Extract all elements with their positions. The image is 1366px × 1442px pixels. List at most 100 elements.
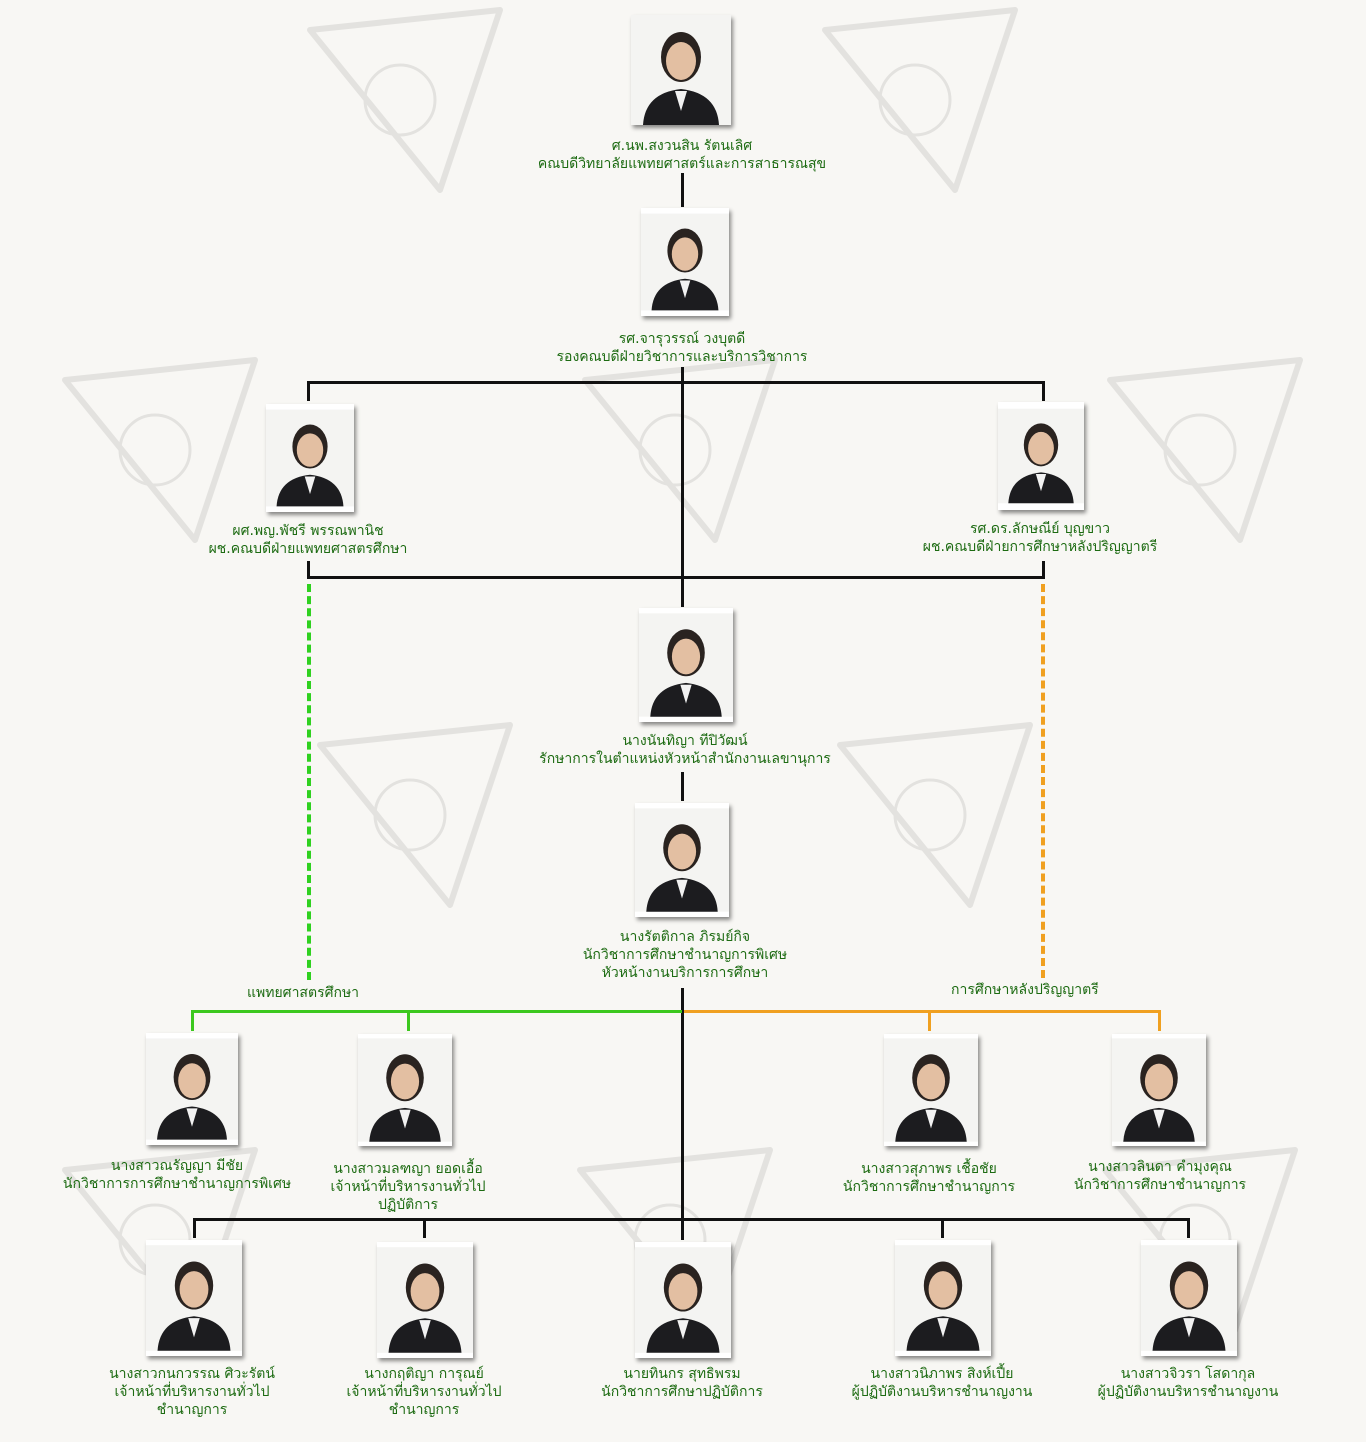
person-name: นางสาวจิวรา โสดากุล bbox=[1120, 1366, 1256, 1382]
person-caption: ศ.นพ.สงวนสิน รัตนเลิศคณบดีวิทยาลัยแพทยศา… bbox=[512, 137, 852, 173]
person-photo bbox=[1112, 1034, 1206, 1146]
connector-line bbox=[307, 381, 1045, 384]
connector-line bbox=[1187, 1218, 1190, 1238]
person-photo bbox=[998, 402, 1084, 510]
person-avatar-icon bbox=[635, 1247, 731, 1353]
person-position: เจ้าหน้าที่บริหารงานทั่วไป bbox=[346, 1384, 502, 1400]
person-name: รศ.ดร.ลักษณีย์ บุญขาว bbox=[970, 521, 1110, 537]
person-caption: นางนันทิญา ทีปิวัฒน์รักษาการในตำแหน่งหัว… bbox=[515, 732, 855, 768]
connector-line bbox=[941, 1218, 944, 1238]
person-avatar-icon bbox=[884, 1038, 978, 1142]
person-position: ชำนาญการ bbox=[388, 1402, 460, 1418]
person-avatar-icon bbox=[1112, 1038, 1206, 1142]
person-photo bbox=[377, 1242, 473, 1358]
connector-line bbox=[193, 1218, 196, 1238]
person-caption: รศ.จารุวรรณ์ วงบุตดีรองคณบดีฝ่ายวิชาการแ… bbox=[512, 330, 852, 366]
person-position: หัวหน้างานบริการการศึกษา bbox=[601, 965, 769, 981]
person-photo bbox=[146, 1240, 242, 1356]
university-seal-watermark bbox=[300, 715, 530, 915]
person-name: นายทินกร สุทธิพรม bbox=[623, 1366, 741, 1382]
person-caption: นางสาวจิวรา โสดากุลผู้ปฏิบัติงานบริหารชำ… bbox=[1018, 1365, 1358, 1401]
connector-line bbox=[681, 173, 684, 207]
person-name: นางสาวณรัญญา มีชัย bbox=[110, 1158, 244, 1174]
graduate-branch-line bbox=[684, 1010, 1161, 1013]
person-position: เจ้าหน้าที่บริหารงานทั่วไป bbox=[330, 1179, 486, 1195]
person-caption: นางสาวณรัญญา มีชัยนักวิชาการการศึกษาชำนา… bbox=[7, 1157, 347, 1193]
person-name: รศ.จารุวรรณ์ วงบุตดี bbox=[618, 331, 746, 347]
graduate-dashed-line bbox=[1041, 584, 1045, 978]
university-seal-watermark bbox=[805, 0, 1035, 200]
person-position: ผู้ปฏิบัติงานบริหารชำนาญงาน bbox=[851, 1384, 1033, 1400]
medical-branch-line bbox=[407, 1010, 410, 1031]
connector-line bbox=[307, 561, 310, 578]
person-avatar-icon bbox=[377, 1247, 473, 1353]
person-avatar-icon bbox=[998, 408, 1084, 504]
connector-line bbox=[1042, 381, 1045, 401]
person-position: ปฏิบัติการ bbox=[377, 1197, 439, 1213]
person-position: คณบดีวิทยาลัยแพทยศาสตร์และการสาธารณสุข bbox=[537, 156, 827, 172]
person-name: นางสาวสุภาพร เชื้อชัย bbox=[861, 1161, 997, 1177]
person-position: รองคณบดีฝ่ายวิชาการและบริการวิชาการ bbox=[556, 349, 808, 365]
connector-line bbox=[307, 381, 310, 401]
person-name: นางสาวมลฑญา ยอดเอื้อ bbox=[333, 1161, 483, 1177]
person-caption: นางสาวนิภาพร สิงห์เปี้ยผู้ปฏิบัติงานบริห… bbox=[772, 1365, 1112, 1401]
person-photo bbox=[1141, 1240, 1237, 1356]
medical-branch-line bbox=[191, 1010, 682, 1013]
connector-line bbox=[307, 576, 1045, 579]
connector-line bbox=[193, 1218, 1190, 1221]
person-name: นางสาวนิภาพร สิงห์เปี้ย bbox=[870, 1366, 1014, 1382]
graduate-branch-line bbox=[928, 1010, 931, 1031]
person-position: รักษาการในตำแหน่งหัวหน้าสำนักงานเลขานุกา… bbox=[539, 751, 831, 767]
person-avatar-icon bbox=[631, 15, 731, 125]
connector-line bbox=[423, 1218, 426, 1238]
person-caption: นางสาวกนกวรรณ ศิวะรัตน์เจ้าหน้าที่บริหาร… bbox=[22, 1365, 362, 1419]
person-avatar-icon bbox=[1141, 1245, 1237, 1351]
person-position: เจ้าหน้าที่บริหารงานทั่วไป bbox=[114, 1384, 270, 1400]
person-photo bbox=[635, 1242, 731, 1358]
university-seal-watermark bbox=[820, 715, 1050, 915]
person-avatar-icon bbox=[895, 1245, 991, 1351]
university-seal-watermark bbox=[45, 350, 275, 550]
person-photo bbox=[266, 404, 354, 512]
person-avatar-icon bbox=[266, 409, 354, 507]
connector-line bbox=[681, 772, 684, 801]
person-caption: นายทินกร สุทธิพรมนักวิชาการศึกษาปฏิบัติก… bbox=[512, 1365, 852, 1401]
person-position: ผช.คณบดีฝ่ายแพทยศาสตรศึกษา bbox=[208, 541, 408, 557]
medical-dashed-line bbox=[307, 584, 311, 980]
person-avatar-icon bbox=[635, 808, 729, 912]
person-photo bbox=[641, 208, 729, 316]
university-seal-watermark bbox=[1090, 350, 1320, 550]
person-photo bbox=[146, 1033, 238, 1145]
person-avatar-icon bbox=[146, 1038, 238, 1140]
person-photo bbox=[635, 803, 729, 917]
person-position: นักวิชาการศึกษาชำนาญการ bbox=[1073, 1177, 1247, 1193]
person-position: ชำนาญการ bbox=[156, 1402, 228, 1418]
person-position: ผู้ปฏิบัติงานบริหารชำนาญงาน bbox=[1097, 1384, 1279, 1400]
person-avatar-icon bbox=[641, 213, 729, 311]
person-caption: นางสาวมลฑญา ยอดเอื้อเจ้าหน้าที่บริหารงาน… bbox=[238, 1160, 578, 1214]
person-name: ศ.นพ.สงวนสิน รัตนเลิศ bbox=[611, 138, 753, 154]
university-seal-watermark bbox=[290, 0, 520, 200]
person-photo bbox=[639, 608, 733, 722]
connector-line bbox=[681, 988, 684, 1240]
person-caption: นางสาวสุภาพร เชื้อชัยนักวิชาการศึกษาชำนา… bbox=[759, 1160, 1099, 1196]
university-seal-watermark bbox=[565, 350, 795, 550]
person-caption: นางสาวลินดา คำมุงคุณนักวิชาการศึกษาชำนาญ… bbox=[990, 1158, 1330, 1194]
person-name: นางนันทิญา ทีปิวัฒน์ bbox=[622, 733, 748, 749]
person-caption: ผศ.พญ.พัชรี พรรณพานิชผช.คณบดีฝ่ายแพทยศาส… bbox=[138, 522, 478, 558]
person-name: นางสาวกนกวรรณ ศิวะรัตน์ bbox=[109, 1366, 275, 1382]
person-name: นางสาวลินดา คำมุงคุณ bbox=[1088, 1159, 1232, 1175]
person-photo bbox=[884, 1034, 978, 1146]
person-caption: นางรัตติกาล ภิรมย์กิจนักวิชาการศึกษาชำนา… bbox=[515, 928, 855, 982]
connector-line bbox=[1042, 561, 1045, 578]
person-name: ผศ.พญ.พัชรี พรรณพานิช bbox=[232, 523, 384, 539]
person-position: นักวิชาการศึกษาปฏิบัติการ bbox=[601, 1384, 763, 1400]
person-photo bbox=[895, 1240, 991, 1356]
person-name: นางกฤติญา การุณย์ bbox=[364, 1366, 484, 1382]
graduate-branch-line bbox=[1158, 1010, 1161, 1031]
person-position: นักวิชาการการศึกษาชำนาญการพิเศษ bbox=[62, 1176, 292, 1192]
person-caption: นางกฤติญา การุณย์เจ้าหน้าที่บริหารงานทั่… bbox=[254, 1365, 594, 1419]
person-photo bbox=[631, 15, 731, 125]
group-label-graduate: การศึกษาหลังปริญญาตรี bbox=[951, 982, 1099, 998]
person-avatar-icon bbox=[639, 613, 733, 717]
